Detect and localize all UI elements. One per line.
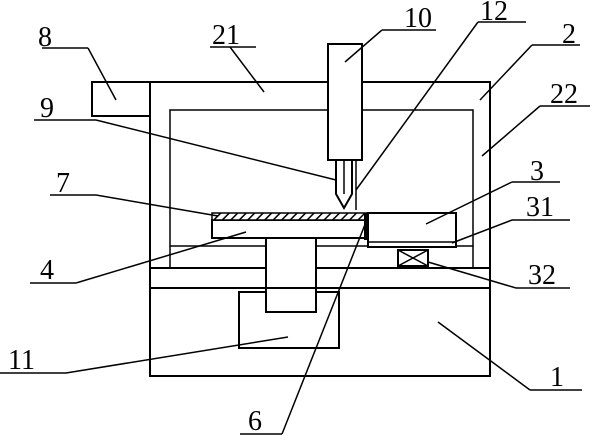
label-3: 3 (530, 156, 544, 187)
leader-1 (437, 321, 531, 391)
label-22: 22 (550, 79, 578, 110)
label-9: 9 (40, 93, 54, 124)
label-10: 10 (404, 3, 432, 34)
leader-9 (95, 119, 337, 181)
leader-12 (355, 21, 479, 191)
leader-8 (87, 47, 117, 101)
leader-31 (451, 219, 513, 244)
label-8: 8 (38, 22, 52, 53)
label-11: 11 (8, 345, 35, 376)
leader-6 (281, 221, 367, 435)
leader-3 (425, 181, 513, 225)
frame-inner (169, 109, 474, 247)
part-10-head (327, 43, 363, 161)
label-21: 21 (212, 20, 240, 51)
leader-11 (65, 336, 289, 374)
leader-7 (95, 194, 219, 217)
leader-10 (344, 29, 383, 63)
label-4: 4 (40, 255, 54, 286)
leader-32 (427, 261, 517, 289)
label-32: 32 (528, 260, 556, 291)
leader-22 (481, 105, 541, 157)
label-7: 7 (56, 168, 70, 199)
column-lower (265, 287, 317, 313)
label-1: 1 (550, 362, 564, 393)
support-column (265, 237, 317, 291)
bearing-cross-b (397, 249, 429, 267)
label-12: 12 (480, 0, 508, 27)
frame-outer (149, 81, 491, 269)
label-31: 31 (526, 192, 554, 223)
hatched-plate (211, 212, 369, 221)
leader-21 (229, 46, 265, 93)
label-6: 6 (248, 406, 262, 437)
leader-2 (479, 44, 533, 101)
part-8-bracket (91, 81, 151, 117)
leader-4 (75, 231, 247, 284)
label-2: 2 (562, 19, 576, 50)
